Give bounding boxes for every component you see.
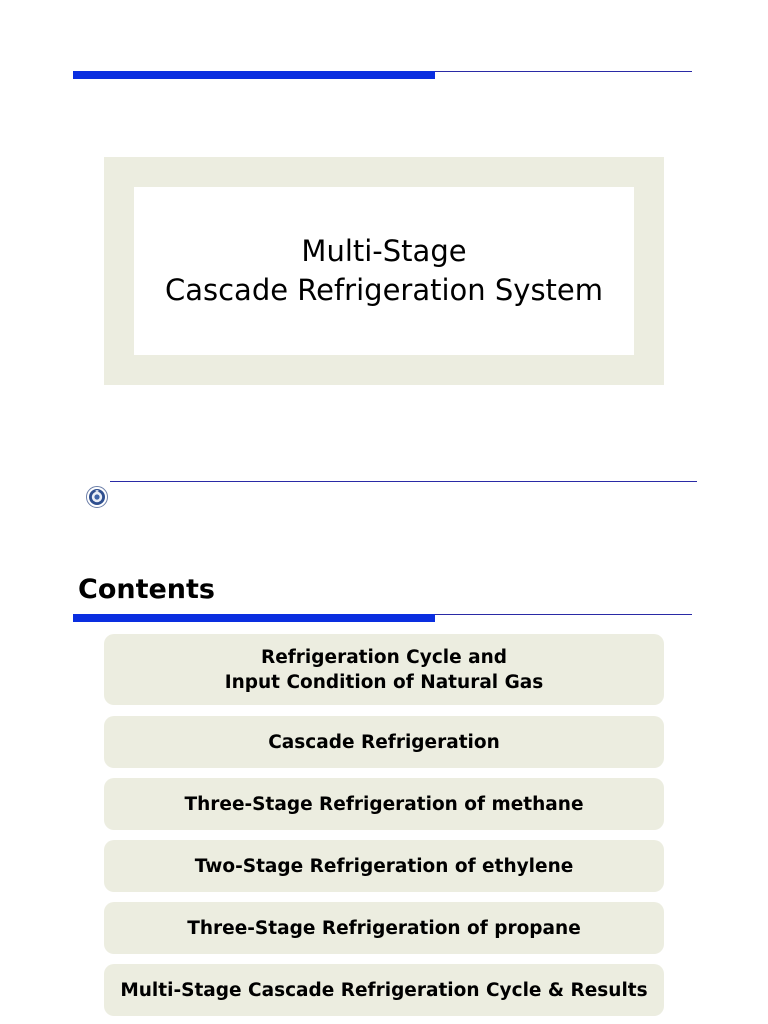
contents-heading: Contents bbox=[78, 574, 216, 605]
university-seal-icon bbox=[86, 486, 108, 508]
contents-item-ethylene[interactable]: Two-Stage Refrigeration of ethylene bbox=[104, 840, 664, 892]
title-frame: Multi-Stage Cascade Refrigeration System bbox=[104, 157, 664, 385]
header-rule-thick bbox=[73, 71, 435, 79]
contents-item-methane[interactable]: Three-Stage Refrigeration of methane bbox=[104, 778, 664, 830]
contents-item-cascade-refrigeration[interactable]: Cascade Refrigeration bbox=[104, 716, 664, 768]
contents-rule-thin bbox=[435, 614, 692, 615]
contents-item-label: Three-Stage Refrigeration of methane bbox=[184, 793, 584, 815]
contents-slide: Contents Refrigeration Cycle and Input C… bbox=[0, 540, 768, 1024]
contents-item-refrigeration-cycle[interactable]: Refrigeration Cycle and Input Condition … bbox=[104, 634, 664, 705]
title-line-1: Multi-Stage bbox=[301, 234, 467, 268]
contents-item-propane[interactable]: Three-Stage Refrigeration of propane bbox=[104, 902, 664, 954]
footer-rule bbox=[110, 481, 697, 482]
contents-rule-thick bbox=[73, 614, 435, 622]
title-line-2: Cascade Refrigeration System bbox=[164, 273, 604, 307]
contents-item-label-line1: Refrigeration Cycle and bbox=[260, 646, 508, 668]
contents-item-label: Cascade Refrigeration bbox=[268, 731, 500, 753]
contents-item-label: Multi-Stage Cascade Refrigeration Cycle … bbox=[120, 979, 648, 1001]
contents-item-label: Three-Stage Refrigeration of propane bbox=[187, 917, 581, 939]
contents-item-label-line2: Input Condition of Natural Gas bbox=[224, 671, 544, 693]
header-rule-thin bbox=[435, 71, 692, 72]
contents-item-label: Two-Stage Refrigeration of ethylene bbox=[194, 855, 574, 877]
title-box: Multi-Stage Cascade Refrigeration System bbox=[134, 187, 634, 355]
contents-item-cascade-cycle-results[interactable]: Multi-Stage Cascade Refrigeration Cycle … bbox=[104, 964, 664, 1016]
title-slide: Multi-Stage Cascade Refrigeration System bbox=[73, 71, 697, 508]
